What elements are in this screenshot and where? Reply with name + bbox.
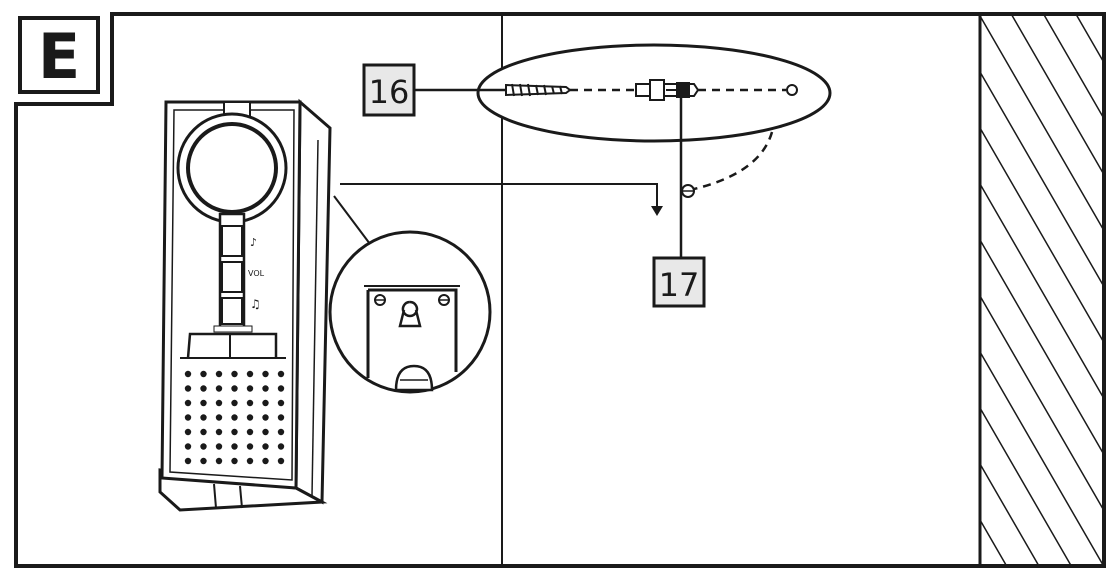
- grille-hole: [231, 399, 238, 407]
- grille-hole: [184, 443, 192, 450]
- grille-hole: [184, 385, 192, 392]
- wall-hole-icon: [786, 84, 798, 96]
- grille-hole: [200, 399, 207, 407]
- grille-hole: [246, 414, 254, 421]
- grille-hole: [262, 443, 269, 450]
- grille-hole: [262, 385, 269, 392]
- grille-hole: [246, 428, 254, 436]
- grille-hole: [277, 457, 285, 465]
- detail-magnifier: [328, 195, 492, 394]
- grille-hole: [246, 457, 254, 465]
- wall-plug-icon: [635, 79, 700, 101]
- callout-16-label: 16: [369, 73, 410, 111]
- grille-hole: [262, 414, 269, 421]
- grille-hole: [200, 457, 207, 465]
- grille-hole: [215, 428, 223, 436]
- grille-hole: [200, 428, 207, 436]
- speaker-grille: [184, 370, 285, 465]
- grille-hole: [246, 370, 254, 378]
- grille-hole: [262, 457, 269, 465]
- grille-hole: [184, 370, 192, 378]
- grille-hole: [246, 443, 254, 450]
- grille-hole: [231, 457, 238, 465]
- callout-16: 16: [362, 63, 506, 117]
- grille-hole: [231, 385, 238, 392]
- grille-hole: [200, 385, 207, 392]
- grille-hole: [277, 370, 285, 378]
- grille-hole: [231, 443, 238, 450]
- grille-hole: [231, 370, 238, 378]
- grille-hole: [262, 370, 269, 378]
- grille-hole: [184, 457, 192, 465]
- bell-note-icon: ♪: [250, 236, 257, 249]
- volume-icon: VOL: [248, 269, 265, 278]
- hardware-detail: [476, 43, 832, 198]
- grille-hole: [231, 414, 238, 421]
- grille-hole: [215, 414, 223, 421]
- grille-hole: [277, 399, 285, 407]
- grille-hole: [184, 428, 192, 436]
- grille-hole: [215, 457, 223, 465]
- wall-section: [978, 14, 1102, 566]
- grille-hole: [262, 428, 269, 436]
- panel-letter: E: [38, 20, 80, 93]
- grille-hole: [277, 443, 285, 450]
- melody-note-icon: ♫: [250, 297, 261, 311]
- grille-hole: [262, 399, 269, 407]
- grille-hole: [215, 385, 223, 392]
- grille-hole: [184, 399, 192, 407]
- panel-letter-badge: E: [18, 16, 100, 94]
- grille-hole: [200, 370, 207, 378]
- callout-17-label: 17: [659, 266, 700, 304]
- grille-hole: [215, 399, 223, 407]
- grille-hole: [277, 385, 285, 392]
- doorbell-unit: ♪ VOL ♫: [158, 98, 332, 512]
- screw-icon: [505, 83, 572, 97]
- grille-hole: [215, 443, 223, 450]
- grille-hole: [200, 414, 207, 421]
- grille-hole: [215, 370, 223, 378]
- grille-hole: [246, 399, 254, 407]
- grille-hole: [200, 443, 207, 450]
- keyhole-icon: [398, 300, 422, 328]
- grille-hole: [277, 428, 285, 436]
- direction-arrow: [340, 183, 663, 216]
- grille-hole: [246, 385, 254, 392]
- grille-hole: [184, 414, 192, 421]
- panel-frame: [14, 12, 1106, 568]
- grille-hole: [231, 428, 238, 436]
- callout-17: 17: [652, 96, 706, 308]
- grille-hole: [277, 414, 285, 421]
